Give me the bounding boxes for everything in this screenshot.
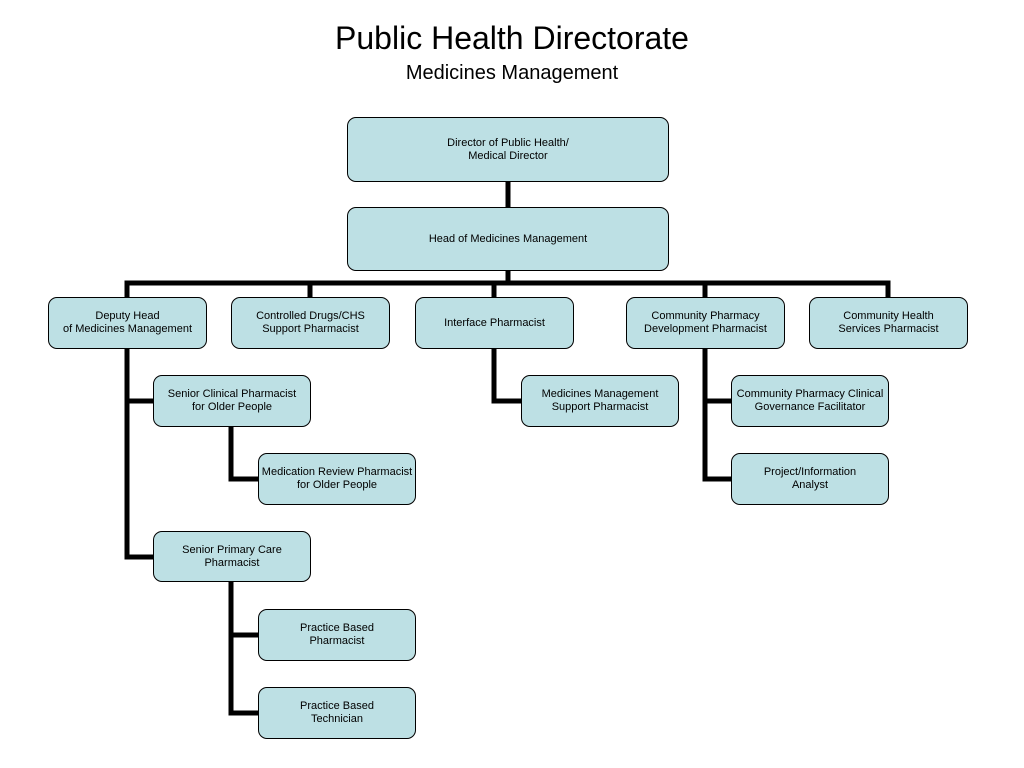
- node-head: Head of Medicines Management: [347, 207, 669, 271]
- node-project: Project/Information Analyst: [731, 453, 889, 505]
- node-controlled: Controlled Drugs/CHS Support Pharmacist: [231, 297, 390, 349]
- node-mm-support: Medicines Management Support Pharmacist: [521, 375, 679, 427]
- node-deputy: Deputy Head of Medicines Management: [48, 297, 207, 349]
- node-med-review: Medication Review Pharmacist for Older P…: [258, 453, 416, 505]
- node-community-health: Community Health Services Pharmacist: [809, 297, 968, 349]
- node-practice-pharm: Practice Based Pharmacist: [258, 609, 416, 661]
- page-title: Public Health Directorate: [335, 20, 689, 56]
- node-senior-primary: Senior Primary Care Pharmacist: [153, 531, 311, 582]
- node-practice-tech: Practice Based Technician: [258, 687, 416, 739]
- page-subtitle: Medicines Management: [405, 62, 619, 84]
- node-cp-clinical: Community Pharmacy Clinical Governance F…: [731, 375, 889, 427]
- node-interface: Interface Pharmacist: [415, 297, 574, 349]
- node-director: Director of Public Health/ Medical Direc…: [347, 117, 669, 182]
- node-senior-clinical: Senior Clinical Pharmacist for Older Peo…: [153, 375, 311, 427]
- node-community-dev: Community Pharmacy Development Pharmacis…: [626, 297, 785, 349]
